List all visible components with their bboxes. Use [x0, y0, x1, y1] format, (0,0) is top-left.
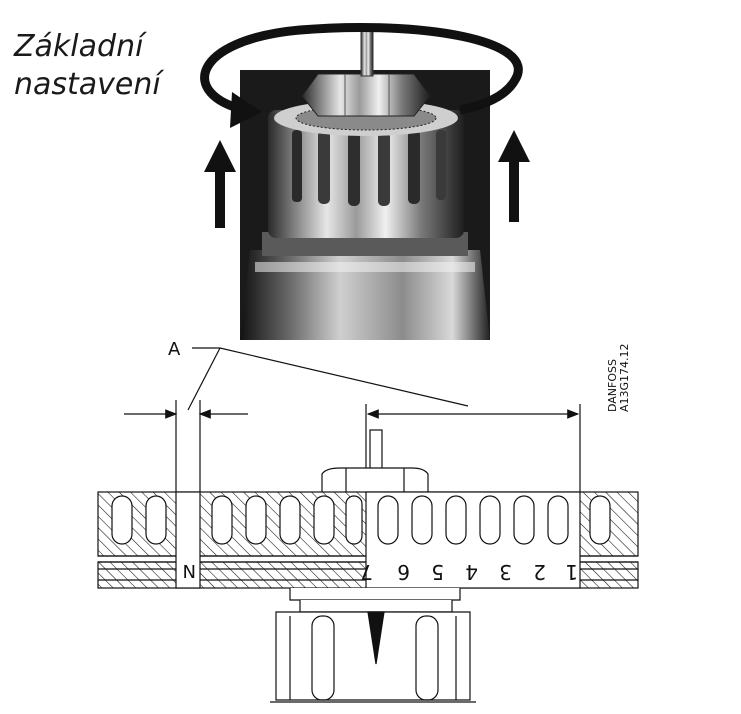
scale-digit-7: 7	[360, 560, 373, 584]
scale-digit-5: 5	[431, 560, 444, 584]
spindle	[360, 27, 374, 77]
ring-slots	[111, 495, 611, 545]
scale-digit-4: 4	[465, 560, 478, 584]
heading-line-2: nastavení	[14, 67, 161, 102]
rotation-arrowhead	[230, 92, 262, 128]
heading-line-1: Základní	[14, 29, 144, 64]
drawing-nut	[321, 467, 429, 492]
scale-digit-3: 3	[499, 560, 512, 584]
scale-digit-1: 1	[565, 560, 578, 584]
label-a-leader-left	[187, 347, 221, 411]
valve-photo-illustration	[200, 22, 530, 340]
valve-body-highlight	[255, 262, 475, 272]
label-a: A	[168, 339, 181, 360]
rotation-arrow-arc	[200, 22, 523, 115]
scale-digit-6: 6	[397, 560, 410, 584]
scale-digits: 7 6 5 4 3 2 1 N	[183, 560, 578, 584]
n-window	[175, 491, 201, 589]
valve-body	[240, 250, 490, 340]
drawing-collar	[289, 588, 461, 601]
scale-window	[365, 491, 581, 589]
drawing-spindle	[369, 429, 383, 471]
ring-grooves	[292, 130, 446, 206]
scale-digit-2: 2	[533, 560, 546, 584]
pointer-mark	[367, 611, 385, 665]
label-a-leader-right	[219, 347, 469, 407]
scale-mark-n: N	[183, 560, 196, 581]
lift-arrow-left	[204, 140, 236, 228]
lift-arrow-right	[498, 130, 530, 222]
drawing-valve-body	[275, 611, 471, 701]
heading: Základní nastavení	[14, 28, 161, 104]
hex-nut	[301, 73, 431, 117]
technical-drawing	[97, 347, 639, 703]
